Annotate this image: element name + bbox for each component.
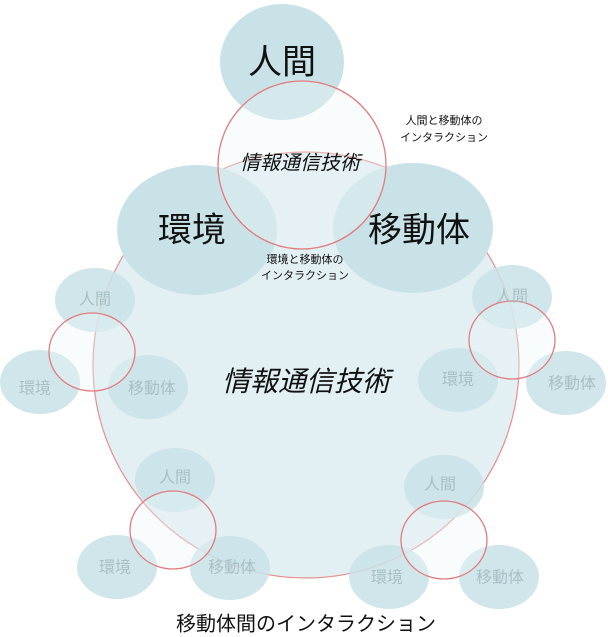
human-mobile-interaction-line2: インタラクション bbox=[400, 131, 488, 144]
group-mobile-ellipse bbox=[459, 545, 539, 609]
group-mobile-label: 移動体 bbox=[208, 558, 256, 577]
group-environment-ellipse bbox=[349, 545, 429, 609]
group-environment-label: 環境 bbox=[99, 558, 131, 577]
env-mobile-interaction-line2: インタラクション bbox=[261, 269, 349, 282]
group-environment-ellipse bbox=[0, 350, 80, 414]
group-environment-label: 環境 bbox=[19, 379, 51, 398]
group-bottom-right: 人間 環境 移動体 bbox=[349, 455, 539, 609]
big-ict-label: 情報通信技術 bbox=[222, 365, 394, 398]
group-ict-ring bbox=[468, 300, 556, 380]
group-ict-ring bbox=[400, 500, 488, 580]
group-right: 人間 環境 移動体 bbox=[418, 265, 606, 415]
group-human-ellipse bbox=[472, 265, 552, 329]
mobile-label: 移動体 bbox=[368, 211, 470, 251]
group-human-label: 人間 bbox=[159, 468, 191, 487]
group-mobile-ellipse bbox=[108, 355, 188, 419]
group-environment-label: 環境 bbox=[371, 568, 403, 587]
group-mobile-label: 移動体 bbox=[476, 568, 524, 587]
human-ellipse bbox=[220, 4, 344, 120]
environment-label: 環境 bbox=[158, 211, 226, 251]
ict-ring bbox=[217, 80, 387, 250]
group-top-left: 人間 環境 移動体 bbox=[0, 268, 188, 419]
group-mobile-ellipse bbox=[190, 536, 270, 600]
group-bottom-left: 人間 環境 移動体 bbox=[77, 448, 270, 600]
group-human-label: 人間 bbox=[424, 475, 456, 494]
group-environment-label: 環境 bbox=[442, 370, 474, 389]
group-human-label: 人間 bbox=[496, 287, 528, 306]
group-mobile-ellipse bbox=[526, 351, 606, 415]
mobile-ellipse bbox=[333, 163, 493, 293]
group-ict-ring bbox=[48, 312, 136, 392]
human-mobile-interaction-line1: 人間と移動体の bbox=[406, 113, 483, 127]
group-ict-ring bbox=[129, 490, 217, 570]
caption: 移動体間のインタラクション bbox=[176, 612, 436, 636]
group-human-ellipse bbox=[404, 455, 484, 519]
group-mobile-label: 移動体 bbox=[128, 379, 176, 398]
group-human-label: 人間 bbox=[79, 290, 111, 309]
human-label: 人間 bbox=[248, 43, 316, 83]
environment-ellipse bbox=[117, 165, 277, 295]
env-mobile-interaction-line1: 環境と移動体の bbox=[267, 252, 344, 266]
ict-label: 情報通信技術 bbox=[240, 151, 363, 175]
group-mobile-label: 移動体 bbox=[548, 374, 596, 393]
